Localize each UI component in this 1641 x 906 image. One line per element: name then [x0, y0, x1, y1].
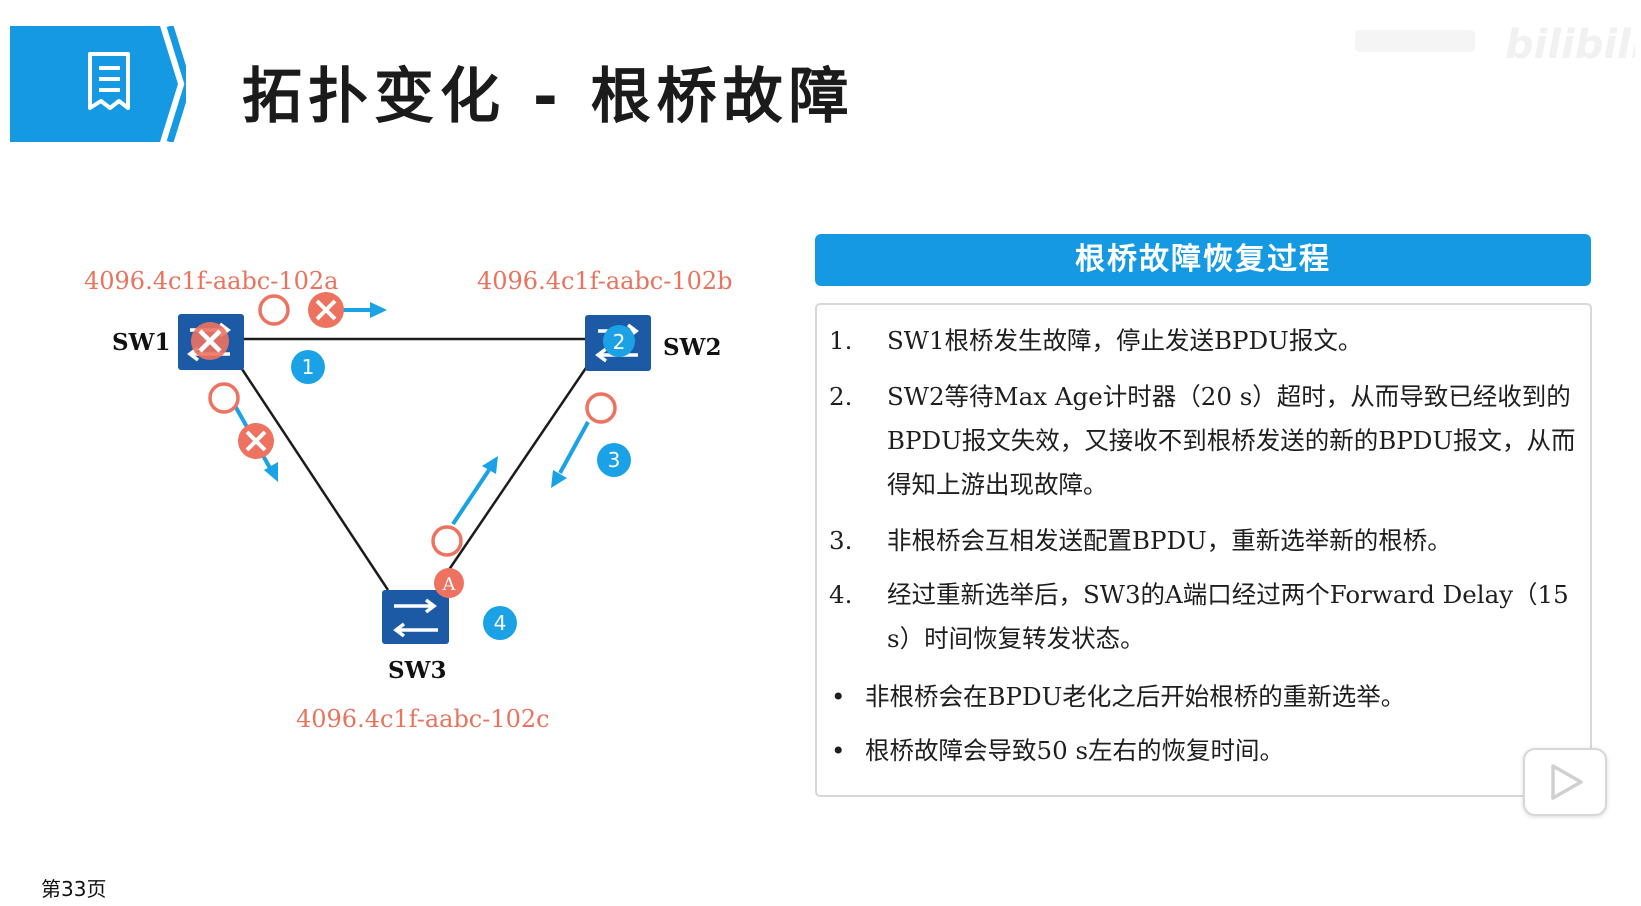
page-number: 第33页: [41, 877, 107, 901]
sw1-mac: 4096.4c1f-aabc-102a: [84, 267, 339, 295]
topology-diagram: 2 A: [178, 292, 651, 644]
sw1-label: SW1: [112, 329, 171, 356]
header-band: [10, 26, 186, 142]
bpdu-arrow-sw3-to-sw2: [451, 468, 491, 526]
port-label: A: [442, 574, 457, 595]
bpdu-circle: [585, 392, 617, 424]
switch-sw3-icon: [382, 590, 449, 644]
bpdu-circle: [431, 525, 463, 557]
page-title: 拓扑变化 - 根桥故障: [242, 62, 855, 132]
step-text: 非根桥会互相发送配置BPDU，重新选举新的根桥。: [887, 526, 1452, 555]
document-list-icon: [88, 52, 130, 110]
bullet-text: 非根桥会在BPDU老化之后开始根桥的重新选举。: [865, 682, 1406, 711]
bpdu-failed-icon: [308, 292, 344, 328]
step-item: 2. SW2等待Max Age计时器（20 s）超时，从而导致已经收到的BPDU…: [829, 375, 1580, 507]
step-badge-4: 4: [483, 606, 517, 640]
bpdu-circle: [258, 294, 290, 326]
panel-title: 根桥故障恢复过程: [815, 234, 1591, 286]
step-item: 1. SW1根桥发生故障，停止发送BPDU报文。: [829, 319, 1580, 363]
bilibili-watermark-logo: bilibili: [1355, 22, 1635, 68]
bullet-item: • 根桥故障会导致50 s左右的恢复时间。: [829, 729, 1580, 773]
step-number: 2.: [829, 382, 853, 411]
sw2-mac: 4096.4c1f-aabc-102b: [477, 267, 733, 295]
sw2-label: SW2: [663, 334, 722, 361]
sw3-label: SW3: [388, 657, 447, 684]
sw3-mac: 4096.4c1f-aabc-102c: [296, 705, 550, 733]
step-text: SW2等待Max Age计时器（20 s）超时，从而导致已经收到的BPDU报文失…: [887, 382, 1576, 499]
step-item: 3. 非根桥会互相发送配置BPDU，重新选举新的根桥。: [829, 519, 1580, 563]
play-icon: [1551, 764, 1583, 800]
port-a-badge: A: [434, 568, 464, 598]
bpdu-failed-icon: [238, 423, 274, 459]
sw2-badge: 2: [613, 330, 626, 354]
step-number: 1.: [829, 326, 853, 355]
link-sw1-sw3: [234, 359, 390, 591]
step-badge-3: 3: [597, 443, 631, 477]
play-button[interactable]: [1523, 748, 1607, 816]
switch-sw2-icon: 2: [585, 315, 651, 371]
bullet-dot: •: [831, 736, 846, 765]
bullet-text: 根桥故障会导致50 s左右的恢复时间。: [865, 736, 1285, 765]
step-item: 4. 经过重新选举后，SW3的A端口经过两个Forward Delay（15 s…: [829, 573, 1580, 661]
bullet-dot: •: [831, 682, 846, 711]
step-text: SW1根桥发生故障，停止发送BPDU报文。: [887, 326, 1363, 355]
step-number: 4.: [829, 580, 853, 609]
bullet-item: • 非根桥会在BPDU老化之后开始根桥的重新选举。: [829, 675, 1580, 719]
step-badge-1: 1: [291, 350, 325, 384]
step-number: 3.: [829, 526, 853, 555]
switch-sw1-icon: [178, 314, 244, 370]
process-panel: 1. SW1根桥发生故障，停止发送BPDU报文。 2. SW2等待Max Age…: [815, 303, 1592, 797]
step-text: 经过重新选举后，SW3的A端口经过两个Forward Delay（15 s）时间…: [887, 580, 1569, 653]
watermark-text: bilibili: [1505, 22, 1635, 68]
link-sw2-sw3: [440, 361, 592, 581]
bpdu-arrow-sw2-to-sw3: [558, 421, 590, 474]
bpdu-circle: [208, 382, 240, 414]
